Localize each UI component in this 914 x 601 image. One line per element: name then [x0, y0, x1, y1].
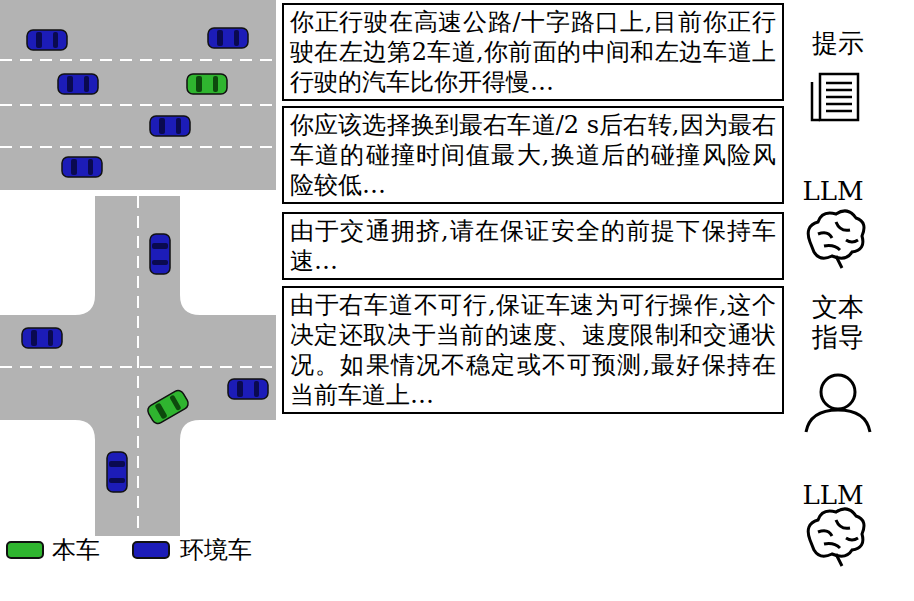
text-box: 你应该选择换到最右车道/2 s后右转,因为最右车道的碰撞时间值最大,换道后的碰撞…	[282, 106, 784, 204]
side-label: 提示	[800, 28, 876, 58]
side-label: LLM	[795, 176, 871, 206]
brain-icon	[808, 211, 864, 268]
text-box: 由于交通拥挤,请在保证安全的前提下保持车速…	[282, 212, 784, 280]
side-label: 文本 指导	[800, 292, 876, 352]
box-text: 由于右车道不可行,保证车速为可行操作,这个决定还取决于当前的速度、速度限制和交通…	[290, 290, 776, 410]
document-icon	[812, 74, 858, 120]
text-box: 你正行驶在高速公路/十字路口上,目前你正行驶在左边第2车道,你前面的中间和左边车…	[282, 3, 784, 101]
legend-swatch	[132, 541, 170, 559]
text-box: 由于右车道不可行,保证车速为可行操作,这个决定还取决于当前的速度、速度限制和交通…	[282, 286, 784, 414]
box-text: 由于交通拥挤,请在保证安全的前提下保持车速…	[290, 216, 776, 276]
legend-text: 本车	[52, 536, 100, 564]
box-text: 你应该选择换到最右车道/2 s后右转,因为最右车道的碰撞时间值最大,换道后的碰撞…	[290, 110, 776, 200]
box-text: 你正行驶在高速公路/十字路口上,目前你正行驶在左边第2车道,你前面的中间和左边车…	[290, 7, 776, 97]
brain-icon	[808, 509, 864, 566]
person-icon	[806, 375, 870, 432]
legend-swatch	[6, 541, 44, 559]
legend-text: 环境车	[180, 536, 252, 564]
highway-scene	[0, 0, 276, 190]
intersection-scene	[0, 196, 276, 536]
side-label: LLM	[795, 480, 871, 510]
